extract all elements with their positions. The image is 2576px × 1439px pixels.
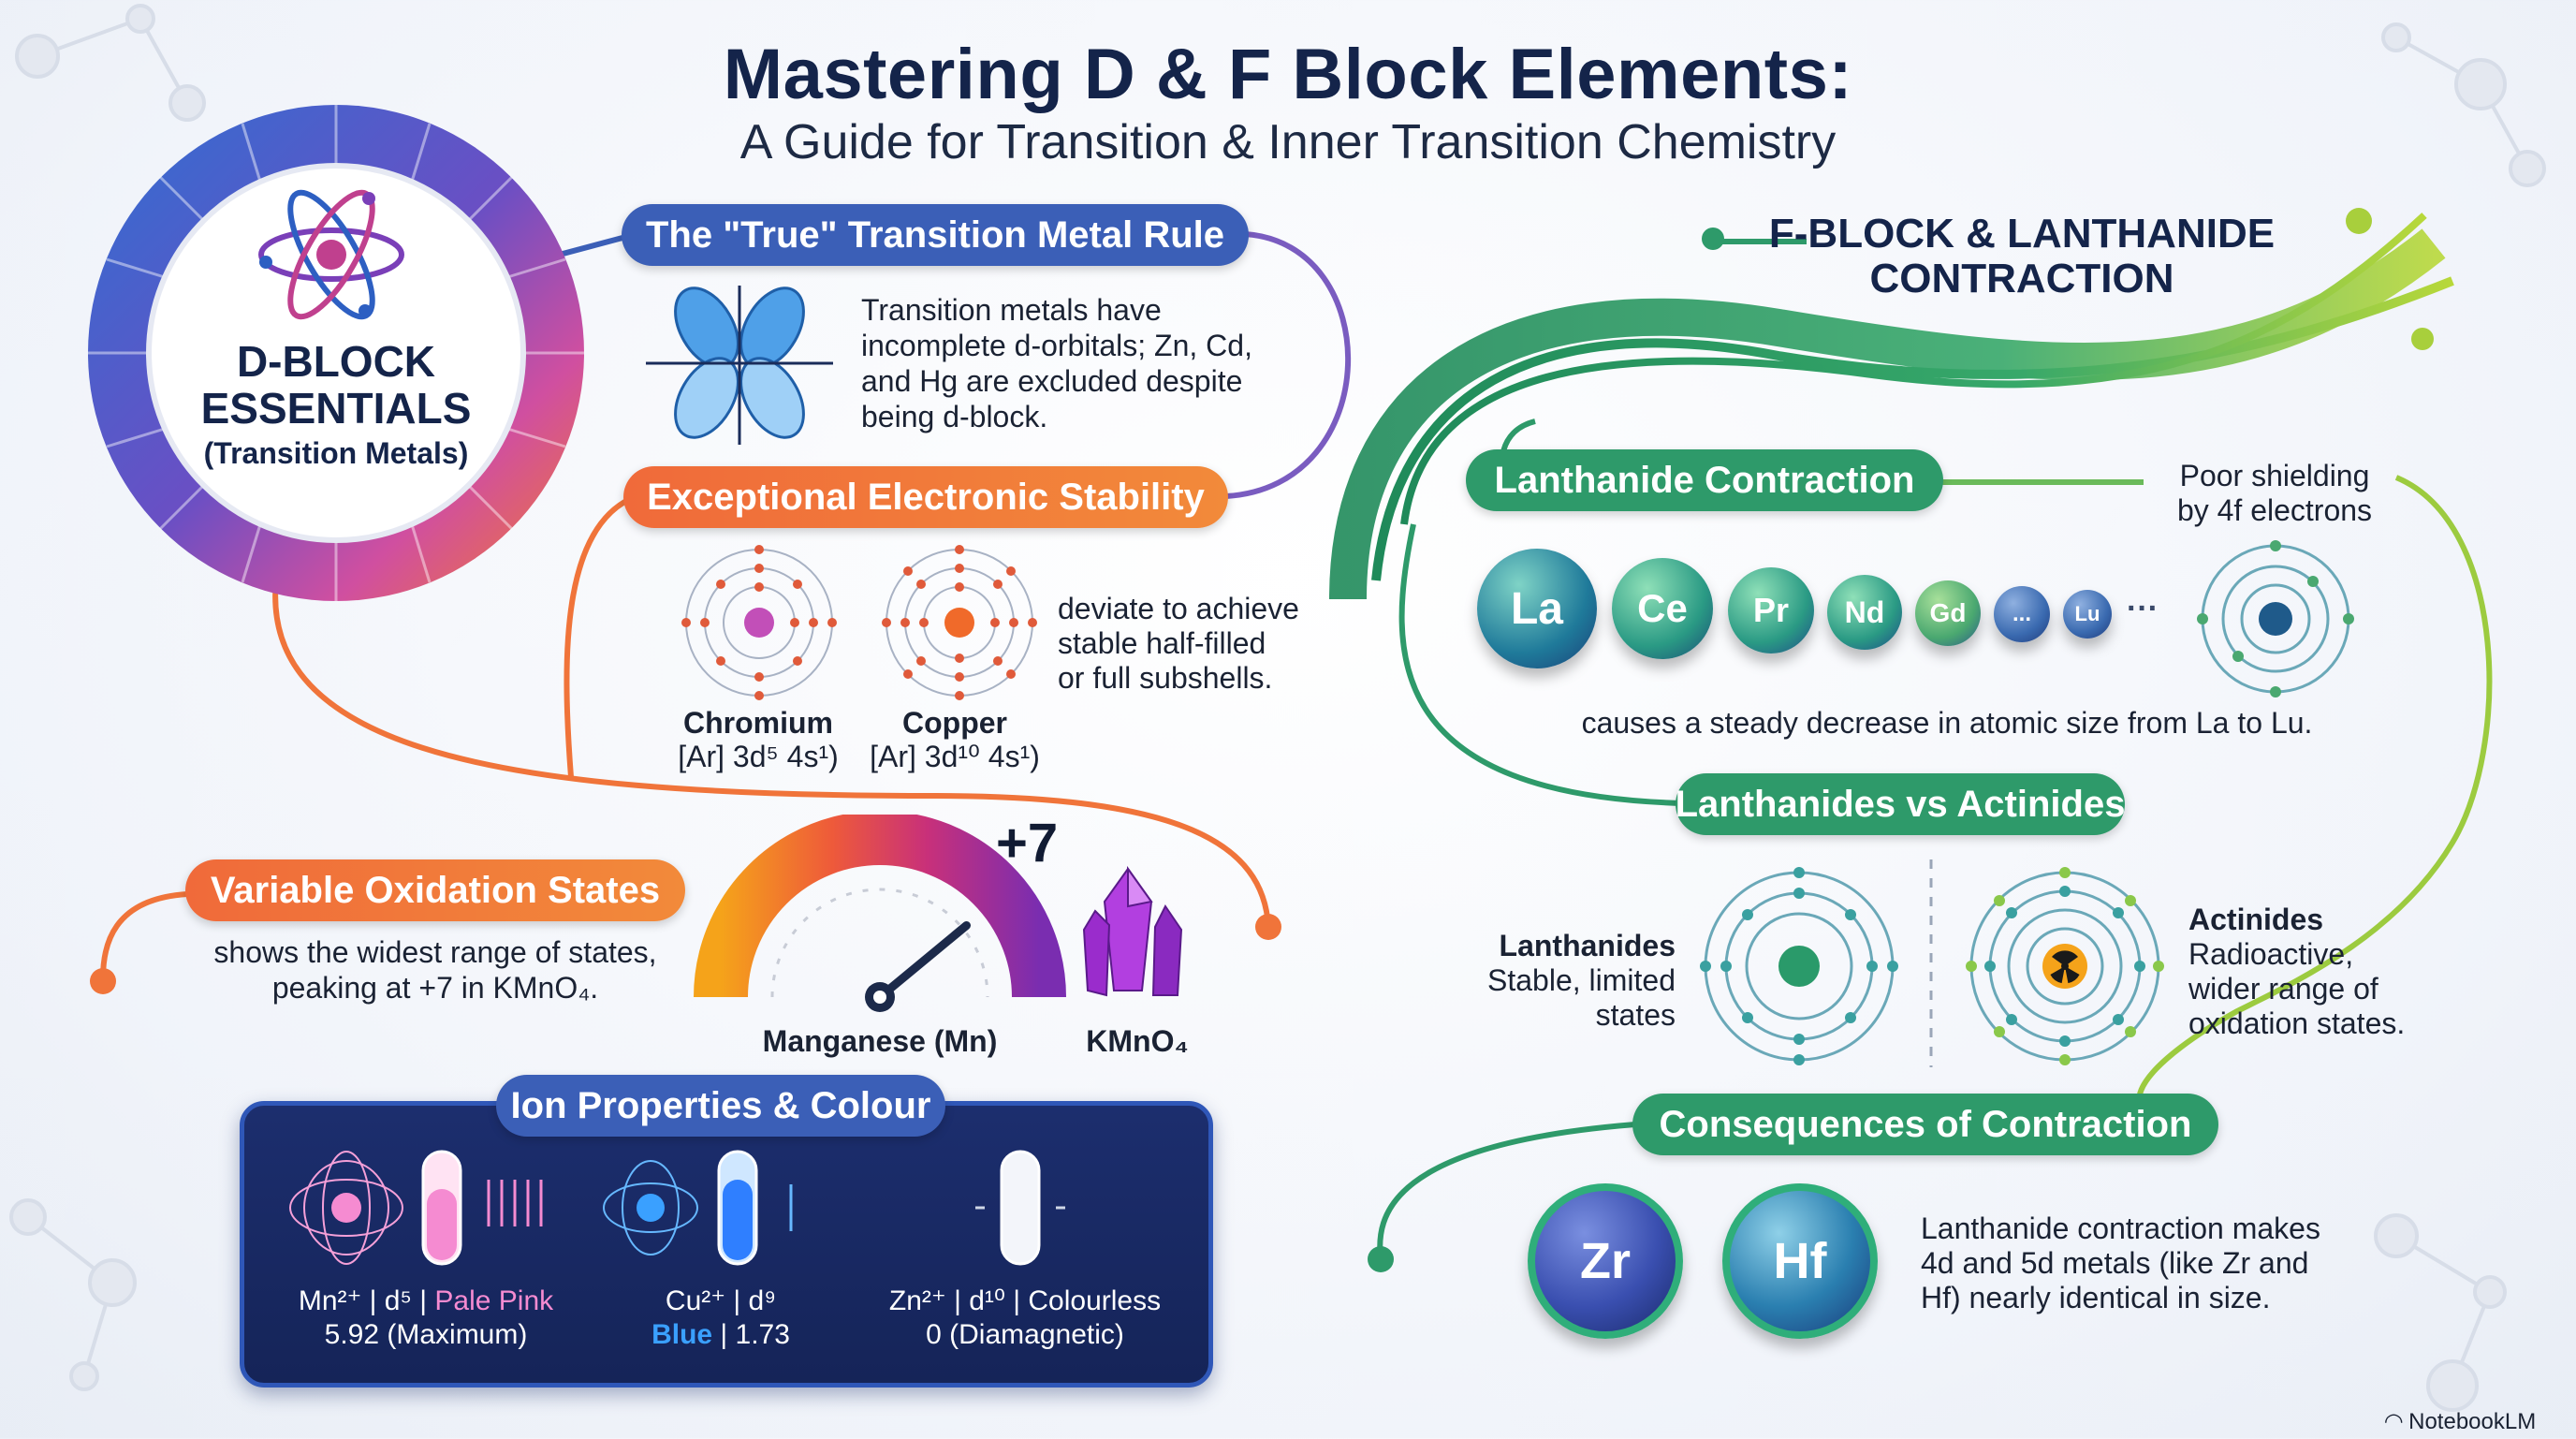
element-ce: Ce	[1612, 558, 1713, 659]
decrease-text: causes a steady decrease in atomic size …	[1581, 706, 2313, 740]
atom-icon	[258, 189, 404, 320]
spin-arrows-icon	[487, 1180, 543, 1226]
dblock-ring	[88, 105, 584, 601]
page-subtitle: A Guide for Transition & Inner Transitio…	[739, 115, 1837, 169]
ion-panel	[240, 1101, 1213, 1388]
shielding-line-2: by 4f electrons	[2176, 493, 2373, 527]
element-zr: Zr	[1528, 1183, 1683, 1339]
oxidation-label: Variable Oxidation States	[185, 859, 685, 921]
dblock-title-1: D-BLOCK	[236, 337, 436, 386]
dblock-title-2: ESSENTIALS	[200, 384, 472, 433]
oxidation-gauge	[694, 815, 1066, 1012]
lanthanides-line3: states	[1595, 998, 1676, 1032]
copper-name: Copper	[902, 706, 1007, 740]
lva-label: Lanthanides vs Actinides	[1676, 773, 2125, 835]
mn-field-icon	[289, 1151, 403, 1265]
chromium-name: Chromium	[683, 706, 833, 740]
molecule-decor-icon	[9, 4, 2546, 1412]
lanthanides-line2: Stable, limited	[1487, 963, 1676, 997]
clear-tube-icon	[1000, 1150, 1041, 1266]
zn-ion-line1: Zn²⁺ | d¹⁰ | Colourless	[888, 1285, 1162, 1316]
element-ellipsis: ...	[1994, 586, 2050, 642]
actinide-atom-icon	[1966, 867, 2164, 1065]
mn-ion-line2: 5.92 (Maximum)	[324, 1319, 528, 1350]
element-gd: Gd	[1915, 580, 1981, 646]
stability-label: Exceptional Electronic Stability	[623, 466, 1228, 528]
series-ellipsis: ···	[2127, 591, 2159, 626]
element-nd: Nd	[1827, 575, 1902, 650]
gauge-needle	[875, 921, 971, 1002]
consequences-label: Consequences of Contraction	[1632, 1094, 2218, 1155]
oxidation-text-1: shows the widest range of states,	[213, 935, 657, 969]
crystal-icon	[1082, 865, 1183, 997]
consequences-text: Lanthanide contraction makes 4d and 5d m…	[1921, 1211, 2320, 1314]
actinides-line3: wider range of	[2188, 972, 2378, 1006]
true-rule-text: Transition metals have incomplete d-orbi…	[861, 293, 1252, 433]
ion-label: Ion Properties & Colour	[496, 1075, 945, 1137]
page-title: Mastering D & F Block Elements:	[723, 35, 1853, 114]
stability-text: deviate to achieve stable half-filled or…	[1058, 592, 1299, 695]
element-la: La	[1477, 549, 1597, 668]
shielding-atom-icon	[2197, 540, 2354, 697]
copper-config: [Ar] 3d¹⁰ 4s¹)	[870, 740, 1040, 773]
mn-ion-line1: Mn²⁺ | d⁵ | Pale Pink	[298, 1285, 554, 1316]
zn-ion-line2: 0 (Diamagnetic)	[926, 1319, 1124, 1350]
crystal-caption: KMnO₄	[1086, 1024, 1189, 1058]
actinides-line4: oxidation states.	[2188, 1006, 2406, 1040]
branding: ◠ NotebookLM	[2385, 1409, 2537, 1434]
d-orbital-icon	[646, 286, 833, 445]
element-hf: Hf	[1722, 1183, 1878, 1339]
copper-shell-icon	[882, 545, 1037, 700]
lanthanides-name: Lanthanides	[1499, 929, 1676, 962]
chromium-shell-icon	[681, 545, 837, 700]
element-lu: Lu	[2063, 590, 2112, 639]
ion-illustrations	[289, 1150, 1065, 1266]
gauge-value: +7	[996, 813, 1059, 874]
cu-field-icon	[603, 1160, 698, 1255]
actinides-line2: Radioactive,	[2188, 937, 2354, 971]
true-rule-label: The "True" Transition Metal Rule	[622, 204, 1249, 266]
lanthanide-atom-icon	[1700, 867, 1898, 1065]
element-pr: Pr	[1728, 567, 1814, 653]
fblock-title-1: F-BLOCK & LANTHANIDE	[1768, 211, 2276, 257]
actinides-name: Actinides	[2188, 903, 2324, 936]
cu-ion-line1: Cu²⁺ | d⁹	[665, 1285, 777, 1316]
chromium-config: [Ar] 3d⁵ 4s¹)	[678, 740, 839, 773]
shielding-line-1: Poor shielding	[2179, 459, 2370, 492]
cu-ion-line2: Blue | 1.73	[651, 1319, 790, 1350]
contraction-label: Lanthanide Contraction	[1466, 449, 1943, 511]
notebook-logo-icon: ◠	[2385, 1409, 2409, 1434]
gauge-caption: Manganese (Mn)	[762, 1024, 998, 1058]
dblock-title-3: (Transition Metals)	[203, 436, 469, 470]
oxidation-text-2: peaking at +7 in KMnO₄.	[271, 971, 599, 1005]
fblock-title-2: CONTRACTION	[1869, 256, 2174, 301]
